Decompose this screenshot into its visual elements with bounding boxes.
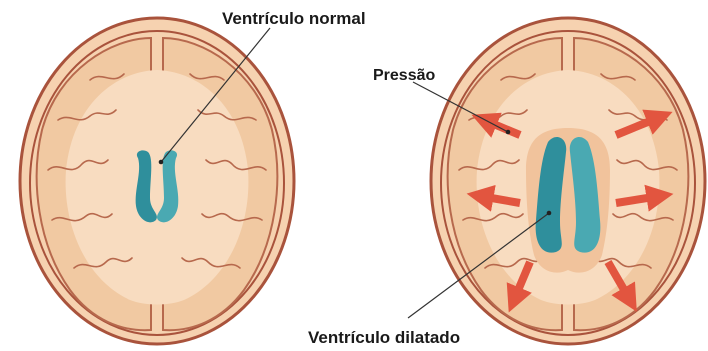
dilated-ventricle-pointer-dot <box>547 211 552 216</box>
label-normal-ventricle: Ventrículo normal <box>222 9 366 28</box>
dilated-brain <box>408 18 705 344</box>
white-matter <box>66 70 249 305</box>
label-dilated-ventricle: Ventrículo dilatado <box>308 328 460 347</box>
normal-brain <box>20 18 294 344</box>
pressure-pointer-dot <box>506 130 511 135</box>
normal-ventricle-pointer-dot <box>159 160 164 165</box>
label-pressure: Pressão <box>373 67 435 84</box>
